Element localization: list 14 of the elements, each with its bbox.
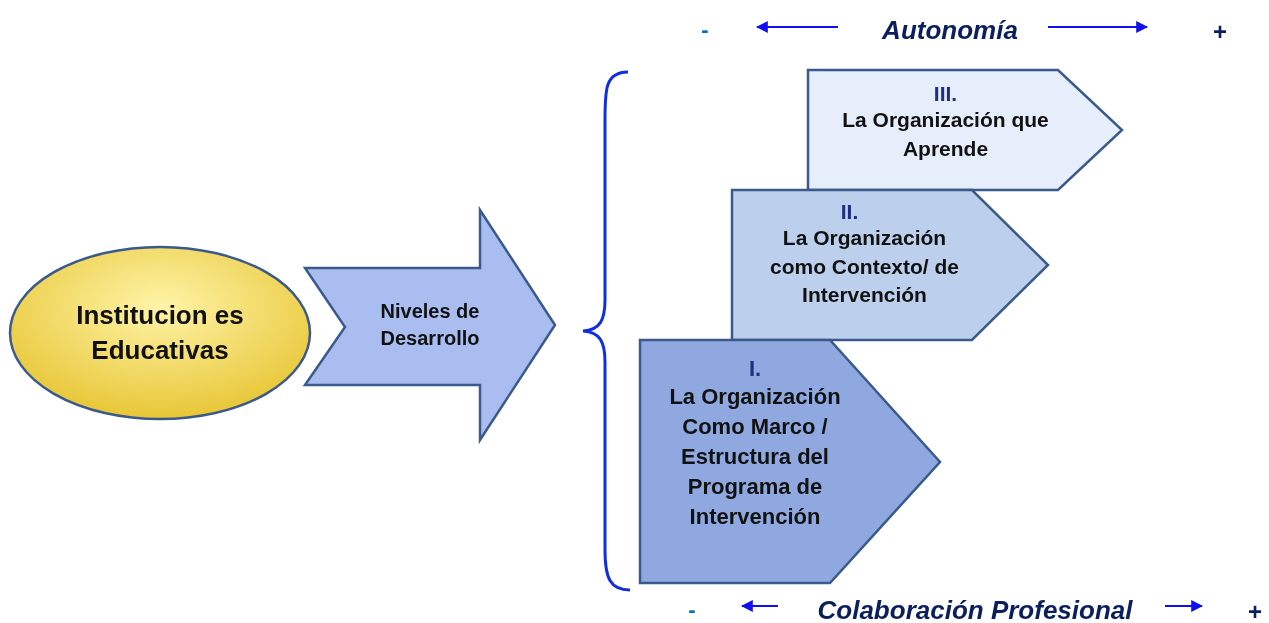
scale-sign: - — [701, 17, 709, 43]
scale-sign: + — [1248, 598, 1262, 623]
level-number: II. — [839, 199, 860, 225]
node-label: La Organización como Contexto/ de Intervención — [769, 225, 960, 309]
scale-sign: - — [688, 597, 696, 623]
node-label: Niveles de Desarrollo — [379, 299, 481, 352]
node-label: La Organización que Aprende — [841, 107, 1050, 162]
node-label: La Organización Como Marco / Estructura del Programa de Intervención — [668, 383, 842, 531]
scale-sign: + — [1213, 18, 1227, 46]
node-label: Institucion es Educativas — [75, 298, 245, 367]
level-number: I. — [747, 355, 763, 383]
level-number: III. — [932, 81, 959, 107]
axis-label: Colaboración Profesional — [817, 594, 1133, 623]
axis-label: Autonomía — [882, 14, 1018, 46]
